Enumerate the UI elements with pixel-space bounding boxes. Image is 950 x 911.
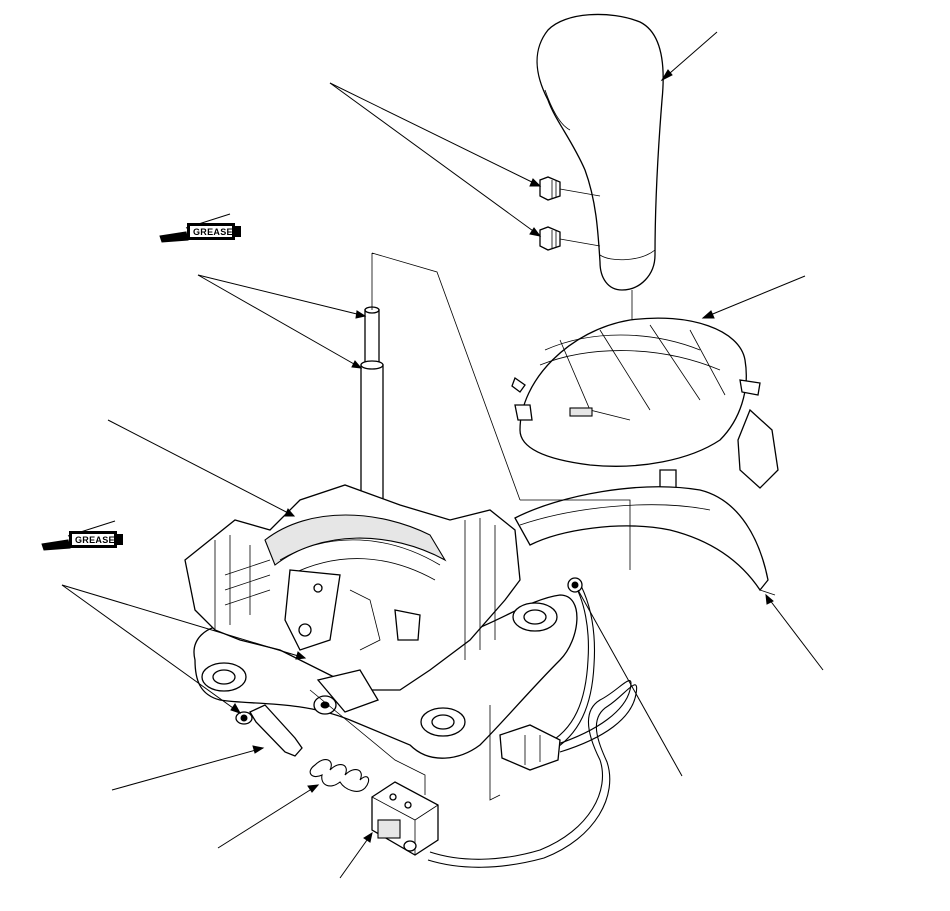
grease-gun-icon: GREASE [159, 213, 241, 243]
shift-lever-rod [364, 306, 380, 369]
shift-lever-bracket [184, 484, 578, 759]
leader-lines [61, 31, 824, 879]
mounting-bolt-hole [420, 707, 466, 737]
grease-label: GREASE [75, 535, 115, 545]
shift-lock-solenoid [313, 669, 379, 715]
wire-harness [427, 579, 638, 868]
connector [371, 781, 439, 856]
harness-clip [567, 577, 583, 593]
detent-spring [309, 759, 370, 792]
detent-pin [235, 704, 303, 757]
grease-gun-icon: GREASE [41, 520, 123, 551]
indicator-cover [511, 317, 779, 511]
mounting-bolt-hole [201, 662, 247, 692]
knob-screw [539, 176, 601, 201]
mounting-bolt-hole [512, 602, 558, 632]
trim-panel [514, 486, 776, 596]
knob-screw [539, 226, 601, 251]
connector [499, 724, 561, 771]
grease-label: GREASE [193, 227, 233, 237]
